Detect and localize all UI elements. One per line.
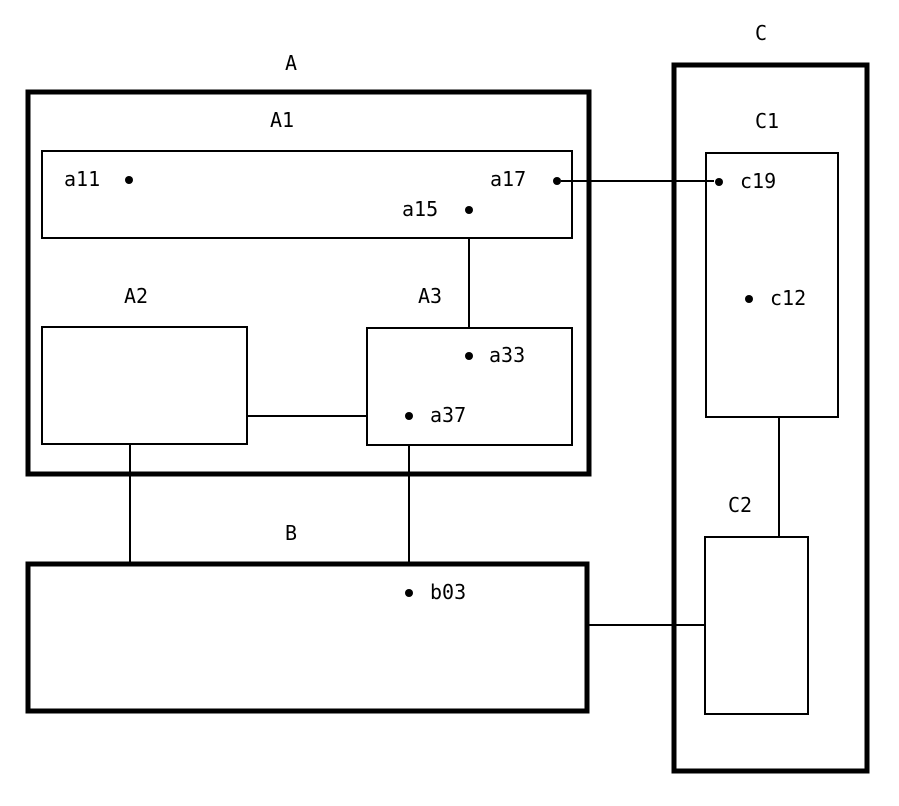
group-b-box (25, 561, 590, 714)
point-a11-dot (125, 176, 133, 184)
point-c12-label: c12 (770, 286, 806, 310)
a1-label: A1 (270, 108, 294, 132)
a2-box (41, 326, 248, 445)
point-b03-label: b03 (430, 580, 466, 604)
point-c12-dot (745, 295, 753, 303)
point-a33-label: a33 (489, 343, 525, 367)
point-a17-dot (553, 177, 561, 185)
a3-box (366, 327, 573, 446)
point-a11-label: a11 (64, 167, 100, 191)
point-a15-dot (465, 206, 473, 214)
a2-label: A2 (124, 284, 148, 308)
point-c19-dot (715, 178, 723, 186)
group-c-label: C (755, 21, 767, 45)
c1-label: C1 (755, 109, 779, 133)
group-a-box (25, 89, 592, 477)
a1-box (41, 150, 573, 239)
point-a37-label: a37 (430, 403, 466, 427)
group-a-label: A (285, 51, 297, 75)
c1-box (705, 152, 839, 418)
point-c19-label: c19 (740, 169, 776, 193)
point-a17-label: a17 (490, 167, 526, 191)
a3-label: A3 (418, 284, 442, 308)
point-a37-dot (405, 412, 413, 420)
group-c-box (671, 62, 870, 774)
point-a15-label: a15 (402, 197, 438, 221)
point-b03-dot (405, 589, 413, 597)
point-a33-dot (465, 352, 473, 360)
group-b-label: B (285, 521, 297, 545)
c2-label: C2 (728, 493, 752, 517)
c2-box (704, 536, 809, 715)
